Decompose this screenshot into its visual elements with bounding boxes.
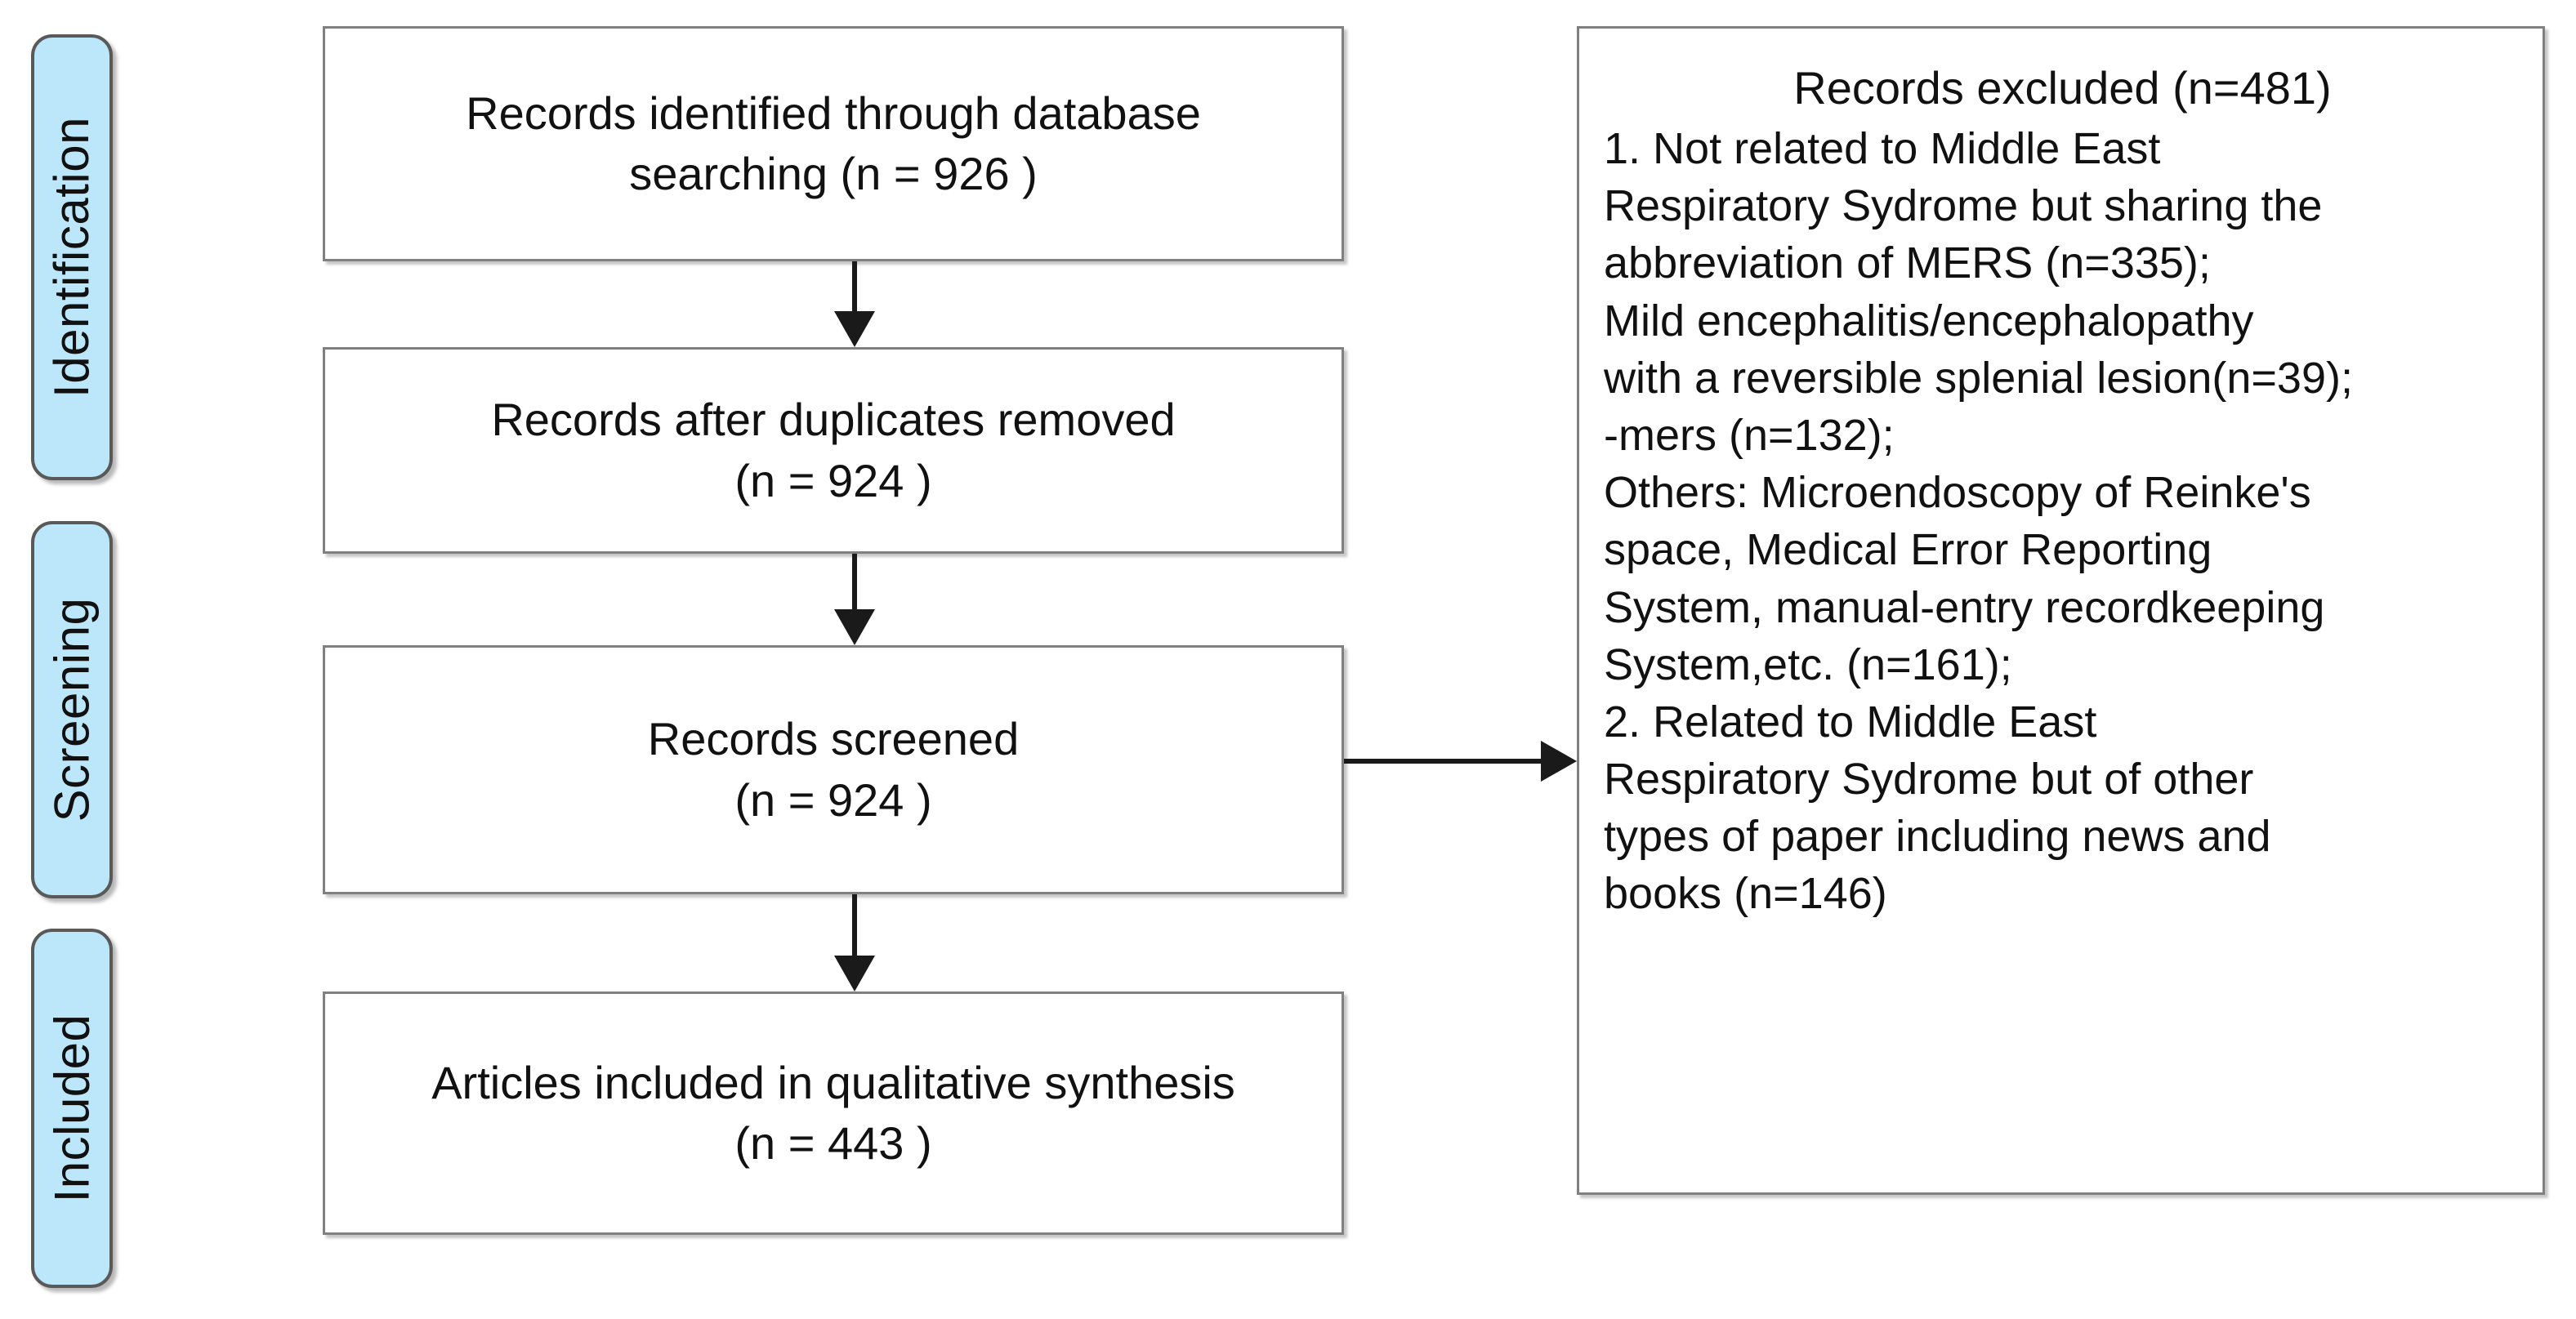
exclusion-box: Records excluded (n=481) 1. Not related …: [1577, 26, 2545, 1195]
arrow-head: [834, 609, 875, 645]
exclusion-box-body: 1. Not related to Middle East Respirator…: [1604, 124, 2353, 919]
exclusion-box-title: Records excluded (n=481): [1793, 62, 2332, 114]
flow-box-articles-included-text: Articles included in qualitative synthes…: [431, 1056, 1235, 1169]
flow-box-records-identified: Records identified through database sear…: [323, 26, 1344, 261]
arrow-head: [1541, 741, 1577, 782]
flow-box-records-screened: Records screened (n = 924 ): [323, 645, 1344, 894]
stage-label-identification: Identification: [31, 34, 113, 480]
flow-box-articles-included: Articles included in qualitative synthes…: [323, 991, 1344, 1235]
stage-label-identification-text: Identification: [44, 117, 100, 398]
flow-box-records-identified-text: Records identified through database sear…: [466, 87, 1201, 199]
flow-box-records-after-duplicates-text: Records after duplicates removed (n = 92…: [491, 394, 1176, 506]
flow-box-records-screened-text: Records screened (n = 924 ): [647, 713, 1020, 826]
stage-label-included-text: Included: [44, 1014, 100, 1203]
flow-box-records-after-duplicates: Records after duplicates removed (n = 92…: [323, 347, 1344, 554]
arrow-shaft: [852, 894, 857, 956]
stage-label-screening-text: Screening: [44, 597, 99, 822]
stage-label-screening: Screening: [31, 521, 113, 898]
arrow-shaft: [1344, 759, 1541, 764]
stage-label-included: Included: [31, 929, 113, 1288]
arrow-head: [834, 311, 875, 347]
arrow-shaft: [852, 261, 857, 311]
arrow-head: [834, 956, 875, 991]
arrow-shaft: [852, 554, 857, 609]
